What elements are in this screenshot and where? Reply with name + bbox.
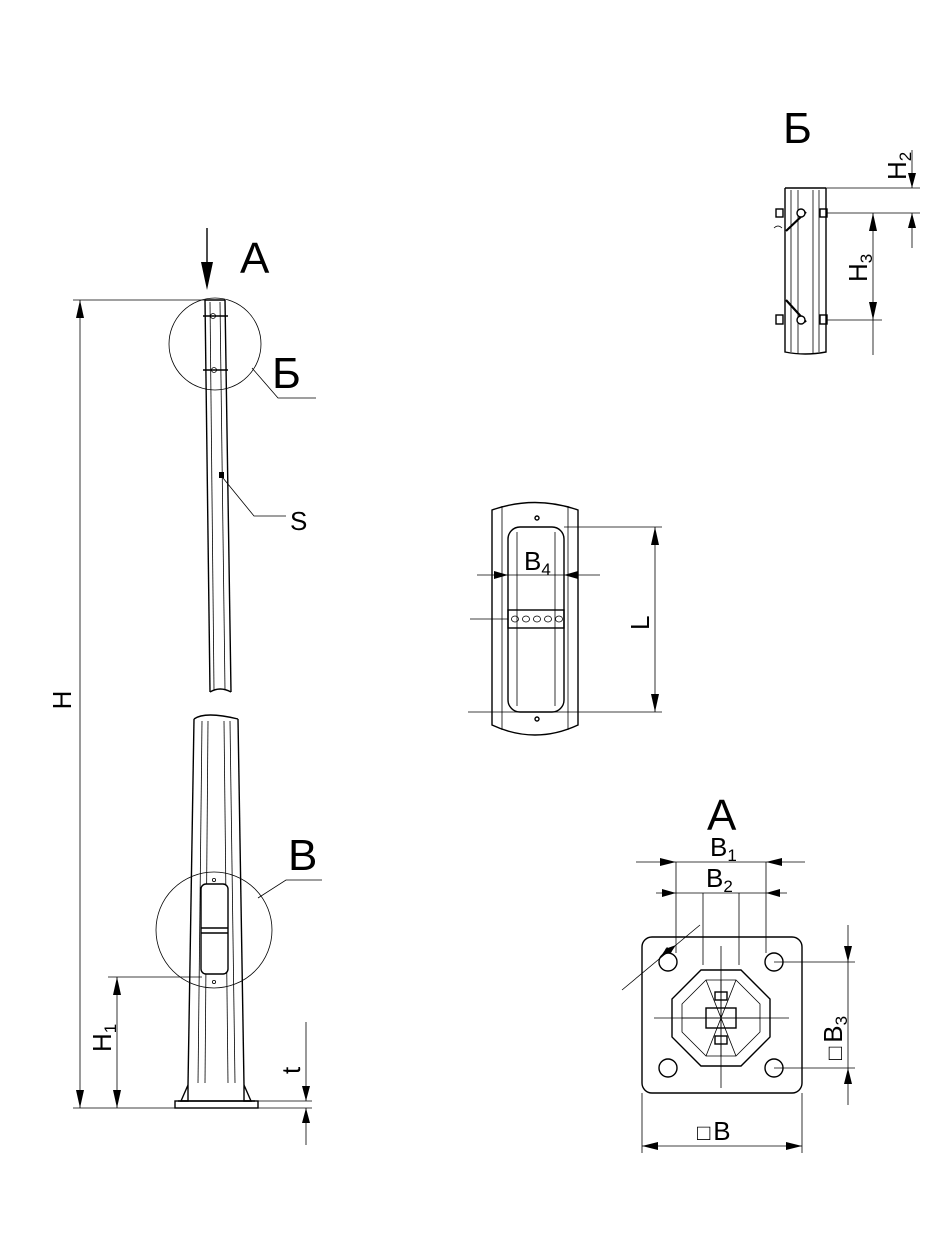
view-a-title: А	[707, 791, 737, 840]
bolt-bottom-icon	[775, 299, 828, 325]
svg-text:H3: H3	[843, 254, 876, 282]
dimension-h3: H3	[826, 213, 882, 355]
dimension-l: L	[468, 526, 662, 713]
dimension-b2: B2	[656, 863, 787, 965]
view-label-a: А	[240, 234, 270, 283]
dimension-h2: H2	[826, 150, 920, 248]
pole-upper-segment	[203, 299, 232, 693]
svg-text:H2: H2	[882, 152, 915, 180]
detail-b-title: Б	[783, 104, 812, 153]
svg-text:□B3: □B3	[818, 1016, 851, 1060]
dimension-b: □B	[641, 1093, 803, 1153]
svg-text:□B: □B	[697, 1116, 731, 1146]
hatch-slots	[511, 615, 563, 623]
view-arrow-icon	[201, 228, 213, 290]
pole-lower-segment	[174, 714, 259, 1109]
view-a-baseplate: А B1 B2	[621, 791, 855, 1153]
dimension-t: t	[258, 1022, 312, 1145]
detail-circle-b	[168, 297, 262, 391]
dimension-b1: B1	[636, 832, 805, 953]
svg-text:t: t	[276, 1066, 306, 1074]
dimension-h1: H1	[87, 976, 202, 1108]
label-s: S	[290, 506, 307, 536]
pole-main-view: А Б S	[47, 228, 322, 1145]
dimension-b4: B4	[477, 546, 600, 579]
svg-text:L: L	[625, 616, 655, 630]
svg-text:B2: B2	[706, 863, 733, 896]
svg-text:B1: B1	[710, 832, 737, 865]
svg-text:H1: H1	[87, 1024, 120, 1052]
bolt-top-icon	[773, 208, 828, 232]
detail-circle-v	[155, 871, 273, 989]
detail-label-v: В	[288, 831, 317, 880]
dimension-h: H	[47, 299, 205, 1109]
detail-v-view: B4 L	[468, 501, 662, 736]
detail-b-view: Б H2	[773, 104, 920, 355]
dimension-b3: □B3	[774, 925, 855, 1105]
svg-text:B4: B4	[524, 546, 551, 579]
detail-label-b: Б	[272, 349, 301, 398]
svg-text:H: H	[47, 691, 77, 710]
